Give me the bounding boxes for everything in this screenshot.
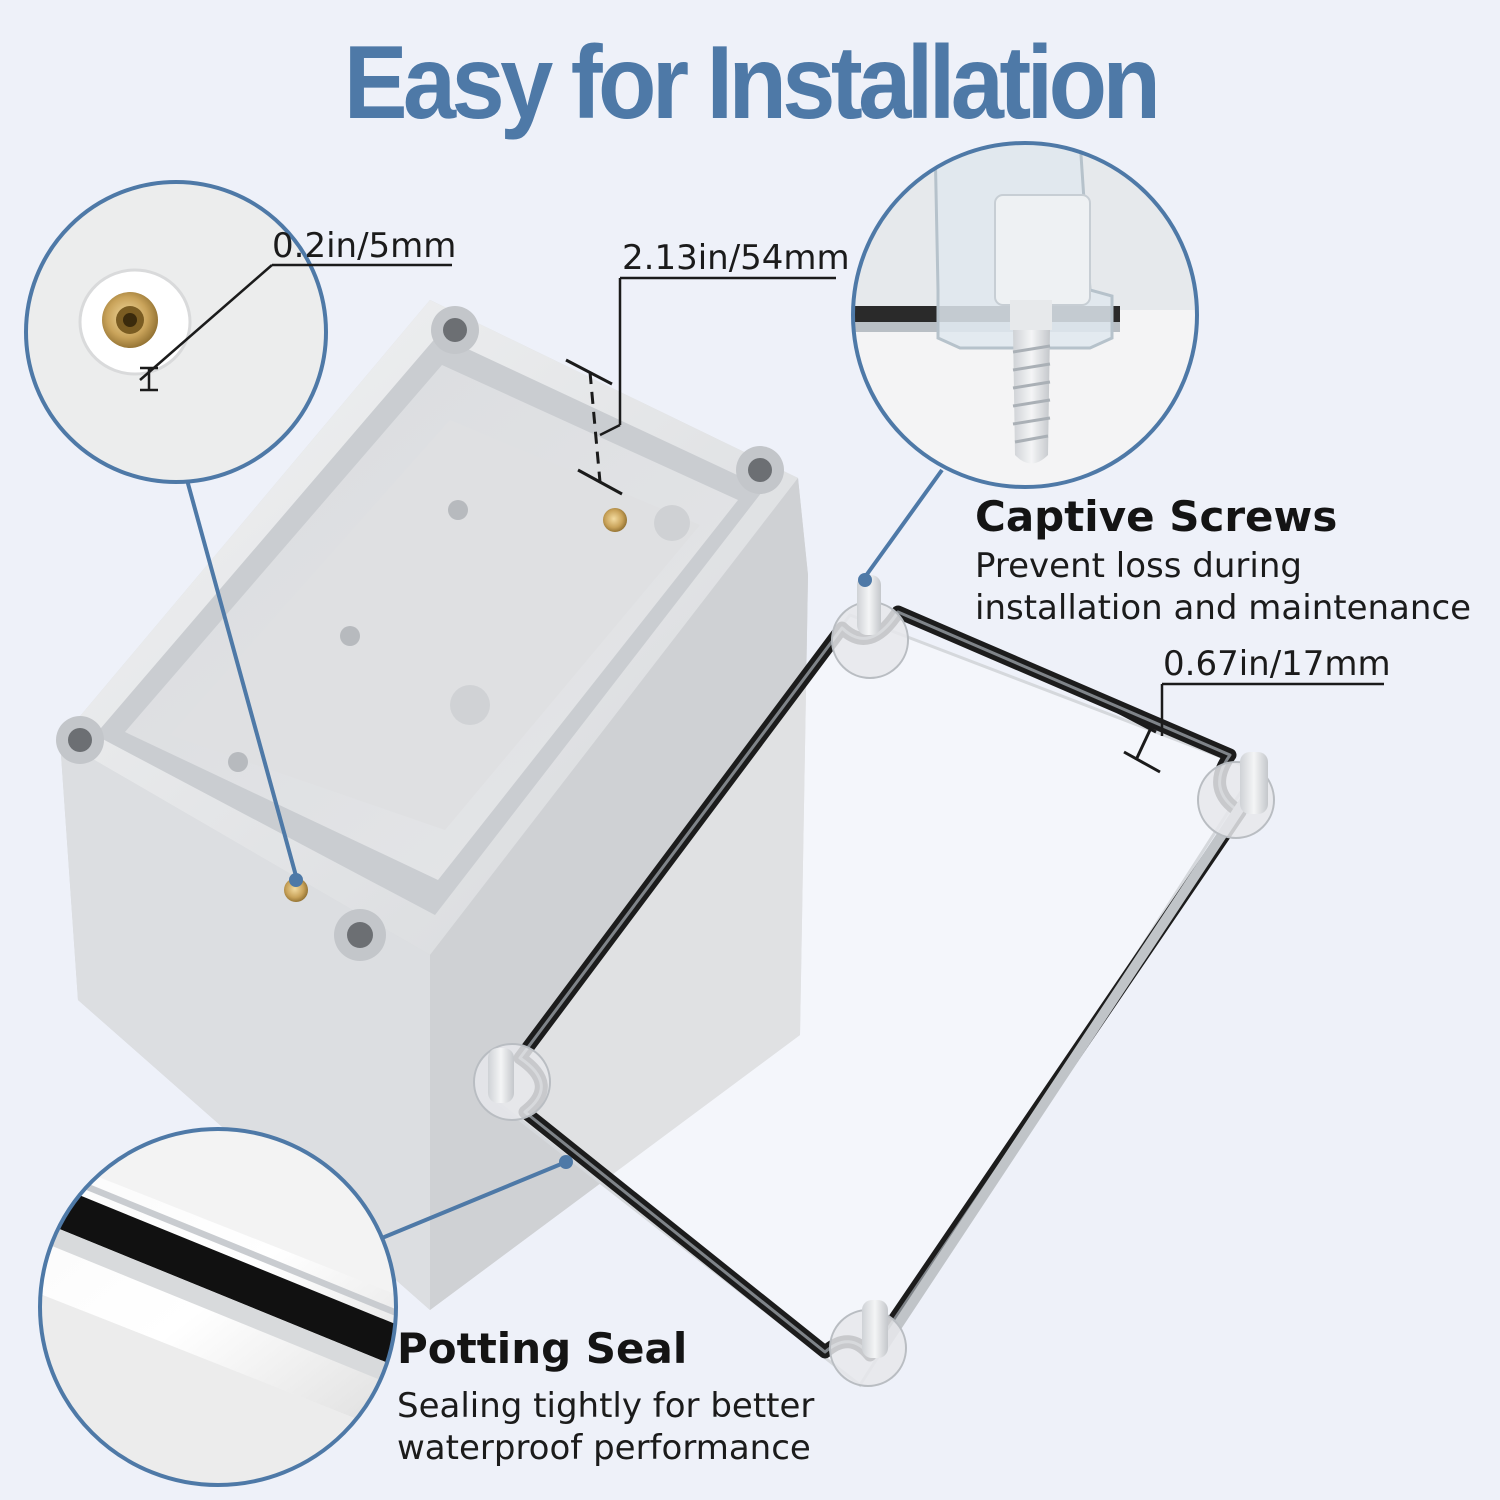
box-depth-label: 2.13in/54mm xyxy=(622,238,850,278)
captive-screws-heading: Captive Screws xyxy=(975,492,1338,541)
captive-screws-desc-line2: installation and maintenance xyxy=(975,588,1472,628)
potting-seal-callout xyxy=(38,1127,573,1487)
box-depth-dimension xyxy=(565,276,836,496)
page-title: Easy for Installation xyxy=(343,25,1161,141)
lid-depth-label: 0.67in/17mm xyxy=(1163,644,1391,684)
insert-detail-callout xyxy=(24,180,452,887)
clear-lid xyxy=(473,575,1275,1388)
insert-depth-label: 0.2in/5mm xyxy=(272,226,457,266)
lid-depth-dimension xyxy=(1117,682,1384,774)
potting-seal-desc-line2: waterproof performance xyxy=(397,1428,811,1468)
potting-seal-desc-line1: Sealing tightly for better xyxy=(397,1386,815,1426)
captive-screw-callout xyxy=(851,141,1199,587)
potting-seal-heading: Potting Seal xyxy=(397,1324,688,1373)
captive-screws-desc-line1: Prevent loss during xyxy=(975,546,1302,586)
